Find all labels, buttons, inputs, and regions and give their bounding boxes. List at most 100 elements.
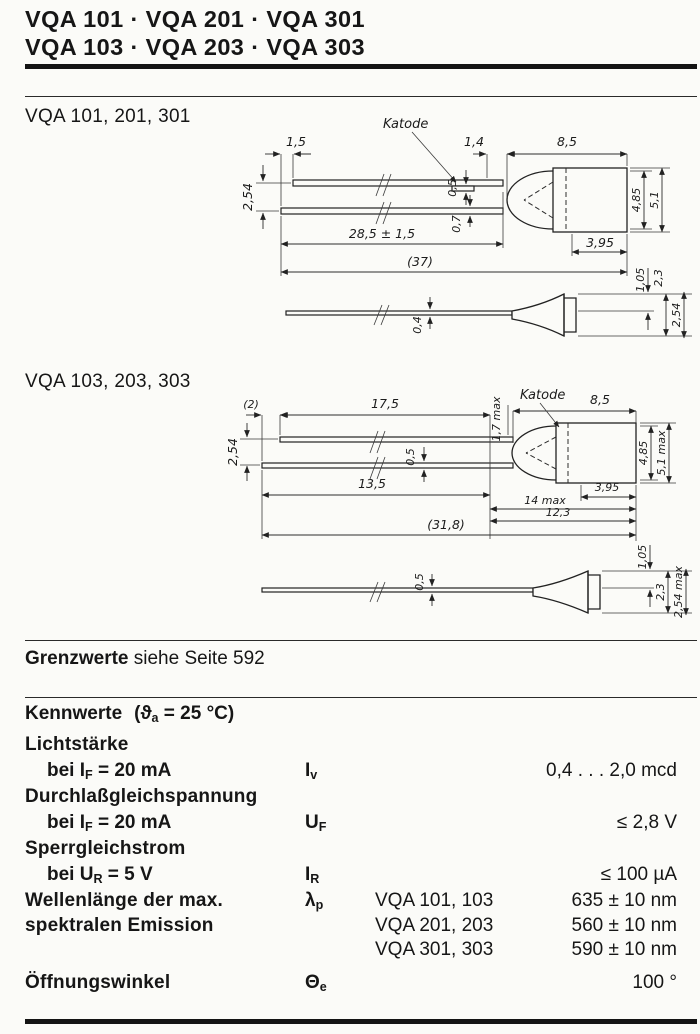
katode-label: Katode bbox=[383, 117, 428, 132]
lichtstaerke-condition: bei IF = 20 mA bbox=[47, 760, 172, 782]
dim-lead-length: 28,5 ± 1,5 bbox=[349, 226, 415, 241]
section-title-101-201-301: VQA 101, 201, 301 bbox=[25, 106, 191, 127]
dim-body-max: 14 max bbox=[524, 494, 566, 507]
spec-row-durchlassspannung: bei IF = 20 mA UF ≤ 2,8 V bbox=[25, 810, 677, 836]
dim-lower-lead-length: 13,5 bbox=[358, 476, 386, 491]
cathode-flag bbox=[451, 185, 475, 192]
divider-grenzwerte bbox=[25, 640, 697, 641]
footer-rule bbox=[25, 1019, 697, 1024]
led-internals-dashed bbox=[525, 423, 569, 483]
drawing-101-201-301: 1,5 Katode 1,4 8,5 3,95 28,5 ± 1,5 (37) … bbox=[240, 117, 692, 339]
dim-upper-lead-length: 17,5 bbox=[371, 396, 399, 411]
lichtstaerke-value: 0,4 . . . 2,0 mcd bbox=[546, 760, 677, 781]
dim-base-dia: 3,95 bbox=[586, 235, 614, 250]
kennwerte-title: Kennwerte bbox=[25, 703, 123, 724]
dim-max-height: 2,54 bbox=[670, 303, 683, 328]
wellenlaenge-value-2: 560 ± 10 nm bbox=[571, 915, 678, 936]
header-rule bbox=[25, 64, 697, 69]
oeffnungswinkel-value: 100 ° bbox=[632, 972, 677, 993]
sperrstrom-symbol: IR bbox=[305, 864, 320, 886]
kennwerte-condition: (ϑa = 25 °C) bbox=[134, 703, 235, 725]
dim-lead-pitch: 2,54 bbox=[225, 438, 240, 466]
dim-body-length: 8,5 bbox=[590, 392, 610, 407]
led-internals-dashed bbox=[523, 168, 567, 232]
dim-lead-thickness: 0,5 bbox=[413, 573, 426, 591]
grenzwerte-rest: siehe Seite 592 bbox=[128, 648, 265, 669]
grenzwerte-label: Grenzwerte bbox=[25, 648, 129, 669]
dim-base-dia: 3,95 bbox=[595, 481, 620, 494]
dim-neck: 1,4 bbox=[464, 134, 484, 149]
durchlassspannung-value: ≤ 2,8 V bbox=[616, 812, 677, 833]
top-view-package bbox=[261, 422, 637, 484]
oeffnungswinkel-symbol: Θe bbox=[305, 972, 327, 994]
lichtstaerke-label: Lichtstärke bbox=[25, 734, 129, 755]
section-title-103-203-303: VQA 103, 203, 303 bbox=[25, 371, 191, 392]
grenzwerte-note: Grenzwerte siehe Seite 592 bbox=[25, 648, 265, 670]
wellenlaenge-label-line1: Wellenlänge der max. bbox=[25, 890, 223, 911]
wellenlaenge-device-3: VQA 301, 303 bbox=[375, 939, 494, 960]
sperrstrom-condition: bei UR = 5 V bbox=[47, 864, 153, 886]
side-view-dimensions: 0,5 1,05 2,3 2,54 max bbox=[413, 545, 692, 618]
divider-kennwerte bbox=[25, 697, 697, 698]
side-lead bbox=[285, 310, 513, 316]
dim-tip-max: 1,7 max bbox=[490, 396, 503, 441]
led-body bbox=[552, 167, 628, 233]
sperrstrom-value: ≤ 100 µA bbox=[600, 864, 677, 885]
led-body bbox=[555, 422, 637, 484]
led-dome bbox=[511, 425, 557, 481]
wellenlaenge-label-line2: spektralen Emission bbox=[25, 915, 214, 936]
drawing-103-203-303: (2) 17,5 1,7 max Katode 8,5 2,54 0,5 13,… bbox=[225, 388, 692, 618]
spec-group-sperrstrom: Sperrgleichstrom bbox=[25, 836, 677, 862]
spec-group-durchlassspannung: Durchlaßgleichspannung bbox=[25, 784, 677, 810]
dim-overall-length: (31,8) bbox=[427, 517, 465, 532]
cathode-lead bbox=[292, 179, 504, 187]
side-lead bbox=[261, 587, 534, 593]
dim-flat-width: 4,85 bbox=[630, 188, 643, 213]
dim-body-dia: 5,1 max bbox=[655, 430, 668, 475]
dim-lead-offset: 1,5 bbox=[286, 134, 306, 149]
durchlassspannung-label: Durchlaßgleichspannung bbox=[25, 786, 258, 807]
lead-break-marks bbox=[369, 430, 386, 480]
spec-row-lichtstaerke: bei IF = 20 mA Iv 0,4 . . . 2,0 mcd bbox=[25, 758, 677, 784]
dim-lead-offset: (2) bbox=[243, 398, 259, 411]
wellenlaenge-device-2: VQA 201, 203 bbox=[375, 915, 494, 936]
side-view-dimensions: 1,05 2,3 2,54 0,4 bbox=[411, 268, 692, 339]
dim-lead-width: 0,5 bbox=[404, 448, 417, 466]
dim-tip-offset: 1,05 bbox=[636, 545, 649, 570]
dim-body-dia: 5,1 bbox=[648, 191, 661, 209]
anode-lead bbox=[261, 462, 514, 469]
spec-row-wellenlaenge-1: Wellenlänge der max. λp VQA 101, 103 635… bbox=[25, 888, 677, 914]
wellenlaenge-value-1: 635 ± 10 nm bbox=[571, 890, 678, 911]
cathode-lead bbox=[279, 436, 514, 443]
sperrstrom-label: Sperrgleichstrom bbox=[25, 838, 186, 859]
spec-row-sperrstrom: bei UR = 5 V IR ≤ 100 µA bbox=[25, 862, 677, 888]
kennwerte-heading: Kennwerte (ϑa = 25 °C) bbox=[25, 703, 234, 725]
katode-label: Katode bbox=[520, 388, 565, 403]
header-line1: VQA 101 · VQA 201 · VQA 301 bbox=[25, 6, 365, 32]
dim-body-section: 12,3 bbox=[546, 506, 571, 519]
side-cone bbox=[511, 292, 565, 338]
dim-lead-width: 0,7 bbox=[450, 215, 463, 233]
spec-group-lichtstaerke: Lichtstärke bbox=[25, 732, 677, 758]
wellenlaenge-symbol: λp bbox=[305, 890, 324, 912]
spec-row-oeffnungswinkel: Öffnungswinkel Θe 100 ° bbox=[25, 970, 677, 996]
top-view-dimensions: (2) 17,5 1,7 max Katode 8,5 2,54 0,5 13,… bbox=[225, 388, 676, 541]
header-line2: VQA 103 · VQA 203 · VQA 303 bbox=[25, 34, 365, 60]
wellenlaenge-value-3: 590 ± 10 nm bbox=[571, 939, 678, 960]
page-header: VQA 101 · VQA 201 · VQA 301 VQA 103 · VQ… bbox=[25, 5, 365, 61]
lichtstaerke-symbol: Iv bbox=[305, 760, 318, 782]
dim-lead-thickness: 0,4 bbox=[411, 316, 424, 334]
spec-row-wellenlaenge-3: VQA 301, 303 590 ± 10 nm bbox=[25, 938, 677, 962]
lead-break-marks bbox=[375, 173, 392, 225]
spec-row-wellenlaenge-2: spektralen Emission VQA 201, 203 560 ± 1… bbox=[25, 914, 677, 938]
side-flange bbox=[564, 297, 577, 333]
dim-flat-width: 4,85 bbox=[637, 441, 650, 466]
side-cone bbox=[532, 570, 589, 614]
dim-cone-height: 2,3 bbox=[652, 269, 665, 287]
wellenlaenge-device-1: VQA 101, 103 bbox=[375, 890, 494, 911]
dim-lead-pitch: 2,54 bbox=[240, 183, 255, 211]
top-view-package bbox=[280, 167, 628, 233]
dim-overall-length: (37) bbox=[407, 254, 433, 269]
side-view-package bbox=[285, 292, 577, 338]
